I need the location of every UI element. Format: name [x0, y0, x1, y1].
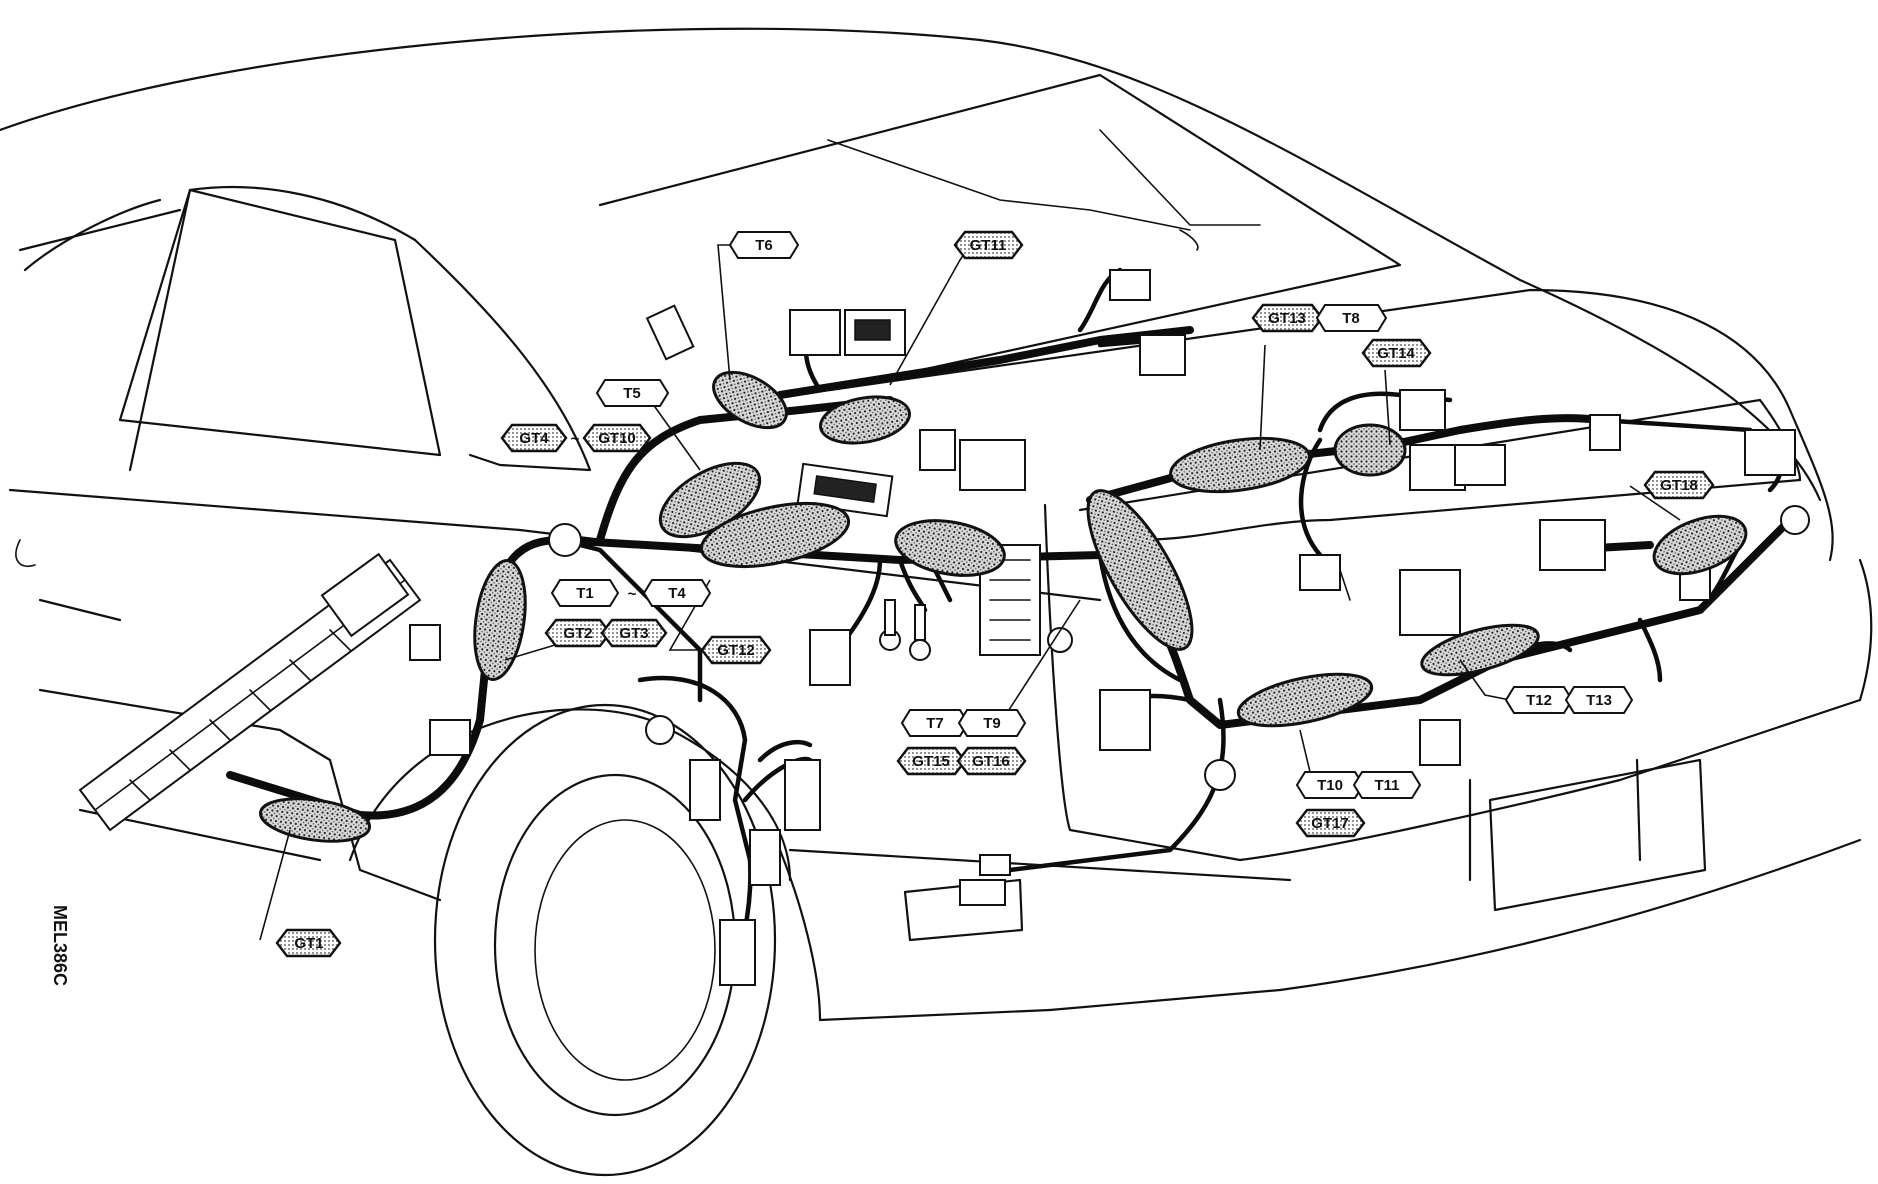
tag-t10: T10 [1295, 771, 1365, 799]
connectors [78, 269, 1810, 986]
harness-wraps [258, 370, 1748, 843]
tag-t11: T11 [1352, 771, 1422, 799]
tag-t13: T13 [1564, 686, 1634, 714]
leader-lines [259, 244, 1681, 941]
svg-text:T7: T7 [926, 715, 944, 732]
tag-t5: T5 [595, 379, 670, 407]
svg-text:GT12: GT12 [717, 642, 755, 659]
separator-gt4-gt10: ~ [571, 431, 580, 448]
svg-text:GT16: GT16 [972, 753, 1010, 770]
label-tags: T6 GT11 GT13 T8 GT14 T5 GT4 ~ GT10 [275, 230, 1715, 958]
tag-gt13: GT13 [1251, 303, 1324, 333]
svg-text:T8: T8 [1342, 310, 1360, 327]
connector [1139, 334, 1186, 376]
svg-text:T4: T4 [668, 585, 686, 602]
connector [1454, 444, 1506, 486]
grommet [1780, 505, 1810, 535]
tag-gt11: GT11 [953, 230, 1024, 260]
relay-block [78, 552, 422, 832]
connector [1744, 429, 1796, 476]
svg-text:T11: T11 [1374, 777, 1399, 794]
connector [789, 309, 841, 356]
connector [1539, 519, 1606, 571]
tag-gt1: GT1 [275, 928, 342, 958]
ground-terminal [909, 639, 931, 661]
svg-text:T13: T13 [1586, 692, 1612, 709]
svg-text:T1: T1 [576, 585, 594, 602]
connector [689, 759, 721, 821]
connector [959, 879, 1006, 906]
connector [1109, 269, 1151, 301]
connector [919, 429, 956, 471]
connector [1419, 719, 1461, 766]
grommet [548, 523, 582, 557]
tag-gt4: GT4 [500, 423, 568, 453]
svg-text:GT13: GT13 [1268, 310, 1306, 327]
svg-text:GT2: GT2 [563, 625, 592, 642]
connector [809, 629, 851, 686]
connector [719, 919, 756, 986]
svg-text:GT14: GT14 [1377, 345, 1415, 362]
svg-text:GT17: GT17 [1311, 815, 1349, 832]
tag-gt15: GT15 [896, 746, 967, 776]
connector [1099, 689, 1151, 751]
tag-t4: T4 [642, 579, 712, 607]
svg-text:GT18: GT18 [1660, 477, 1698, 494]
grommet [1204, 759, 1236, 791]
svg-text:GT1: GT1 [294, 935, 323, 952]
grommet [1047, 627, 1073, 653]
grommet [645, 715, 675, 745]
tag-gt12: GT12 [700, 635, 772, 665]
tag-gt17: GT17 [1295, 808, 1366, 838]
tag-t8: T8 [1315, 304, 1388, 332]
svg-text:GT3: GT3 [619, 625, 648, 642]
tag-gt16: GT16 [956, 746, 1027, 776]
connector [1399, 569, 1461, 636]
diagram-code: MEL386C [50, 905, 70, 986]
svg-text:T9: T9 [983, 715, 1001, 732]
connector [784, 759, 821, 831]
svg-text:GT15: GT15 [912, 753, 950, 770]
tag-t9: T9 [957, 709, 1027, 737]
connector [409, 624, 441, 661]
connector [979, 854, 1011, 876]
svg-text:T6: T6 [755, 237, 773, 254]
tag-t12: T12 [1504, 686, 1574, 714]
tag-t7: T7 [900, 709, 970, 737]
svg-text:T10: T10 [1317, 777, 1343, 794]
connector [1399, 389, 1446, 431]
car-body [0, 27, 1873, 1177]
svg-text:GT10: GT10 [598, 430, 636, 447]
tag-t6: T6 [728, 231, 800, 259]
svg-text:GT4: GT4 [519, 430, 549, 447]
connector [1299, 554, 1341, 591]
tag-gt10: GT10 [582, 423, 652, 453]
tag-t1: T1 [550, 579, 620, 607]
separator-t1-t4: ~ [628, 586, 637, 603]
tag-gt2: GT2 [544, 618, 612, 648]
svg-text:T5: T5 [623, 385, 641, 402]
tag-gt18: GT18 [1643, 470, 1715, 500]
tag-gt14: GT14 [1361, 338, 1432, 368]
connector [1589, 414, 1621, 451]
tag-gt3: GT3 [600, 618, 668, 648]
connector [645, 304, 695, 361]
svg-text:GT11: GT11 [970, 237, 1007, 254]
connector [429, 719, 471, 756]
svg-text:T12: T12 [1526, 692, 1552, 709]
connector [749, 829, 781, 886]
connector [959, 439, 1026, 491]
